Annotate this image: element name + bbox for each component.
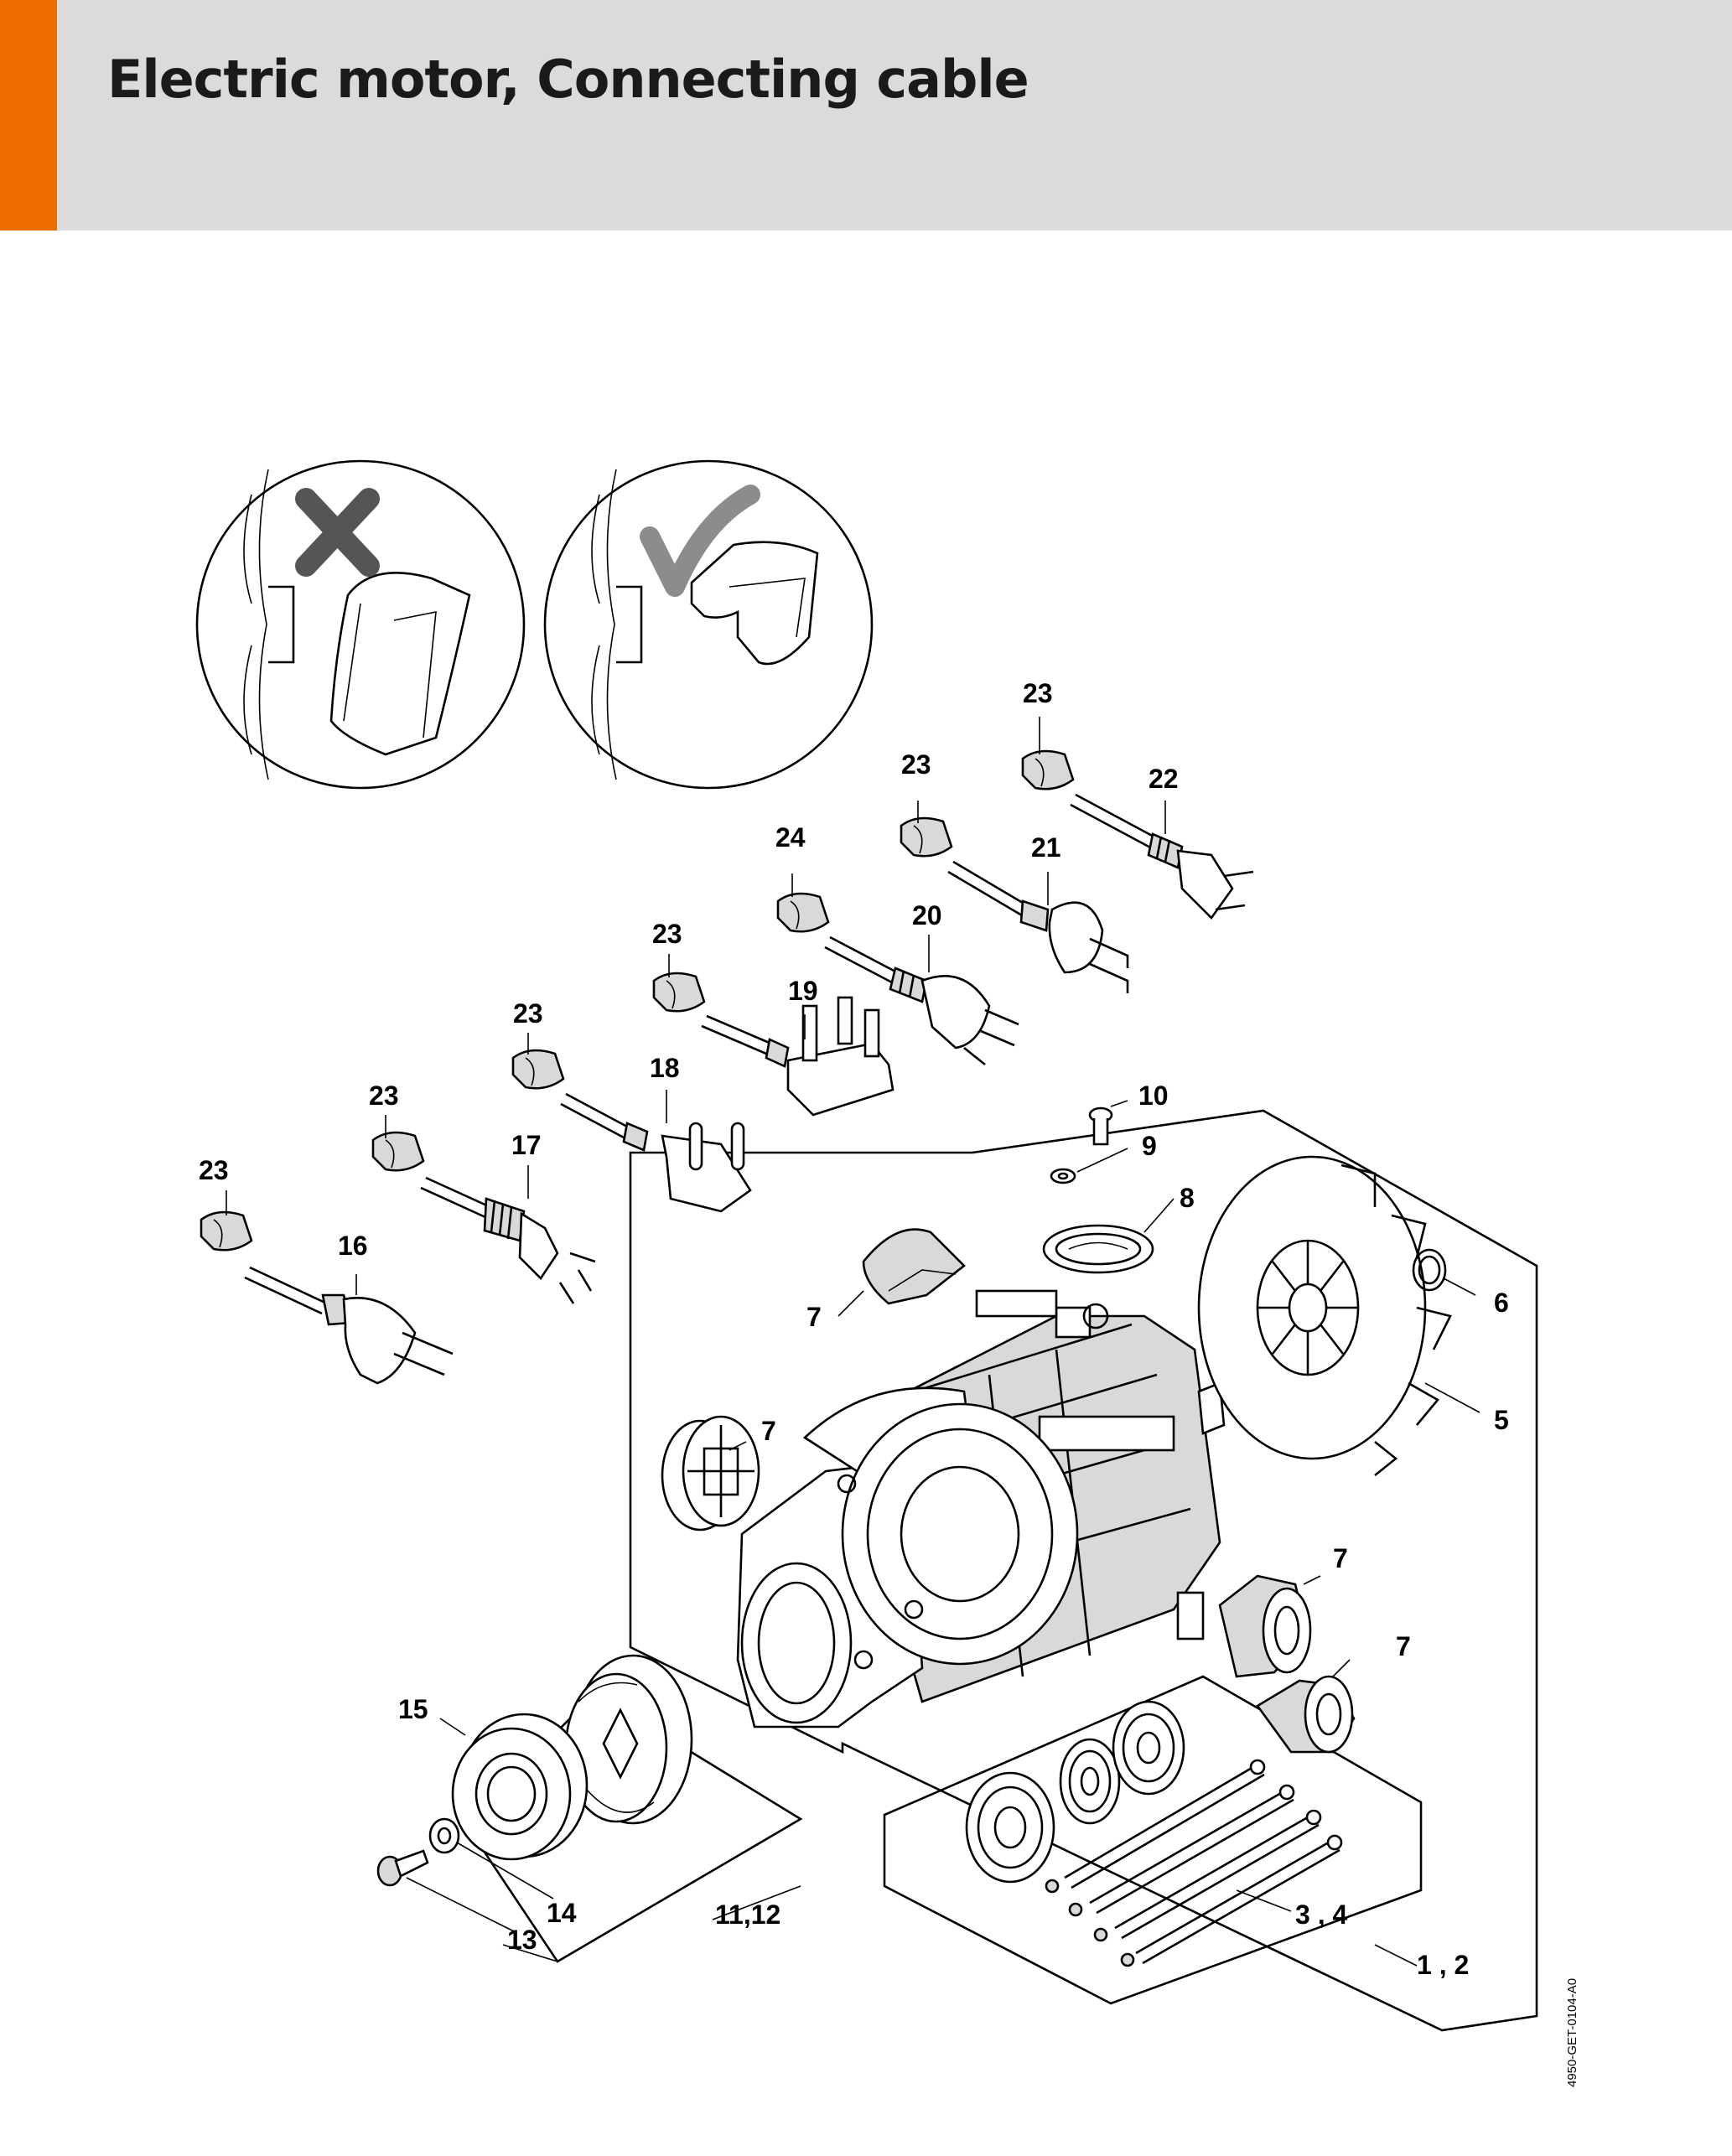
- cable-plug-20: [824, 935, 1019, 1066]
- cable-plug-16: [244, 1266, 454, 1385]
- callout-17: 17: [511, 1130, 542, 1160]
- header-accent-bar: [0, 0, 57, 231]
- callout-labels: 1 , 2 3 , 4 5 6 7 7 7 7 8 9 10 11,12 13 …: [199, 678, 1509, 1980]
- callout-19: 19: [788, 976, 818, 1006]
- callout-18: 18: [650, 1053, 680, 1083]
- callout-20: 20: [912, 900, 942, 930]
- clip-23-plug-16: [200, 1210, 253, 1252]
- callout-11-12: 11,12: [715, 1899, 780, 1930]
- clip-23-plug-17: [371, 1131, 425, 1172]
- page-title: Electric motor, Connecting cable: [107, 49, 1029, 110]
- callout-9: 9: [1142, 1131, 1157, 1161]
- callout-23-f: 23: [1023, 678, 1053, 708]
- check-icon: [640, 485, 760, 597]
- clip-24-plug-20: [776, 892, 830, 933]
- screw: [1088, 1107, 1113, 1146]
- damper-left: [661, 1415, 760, 1531]
- callout-6: 6: [1494, 1288, 1509, 1318]
- ball-bearing-large: [965, 1771, 1055, 1884]
- pulley-screw: [376, 1849, 429, 1887]
- fan-wheel: [1197, 1155, 1452, 1477]
- leader-lines: [226, 717, 1480, 1967]
- callout-8: 8: [1180, 1183, 1195, 1213]
- pulley-washer: [428, 1817, 460, 1854]
- cable-plug-18: [560, 1092, 752, 1213]
- cover-plate: [1042, 1224, 1154, 1274]
- callout-23-a: 23: [199, 1155, 229, 1185]
- callout-24: 24: [775, 822, 806, 853]
- callout-23-c: 23: [513, 998, 543, 1029]
- drawing-reference: 4950-GET-0104-A0: [1565, 1978, 1579, 2087]
- callout-1-2: 1 , 2: [1417, 1950, 1469, 1980]
- washer: [1050, 1168, 1076, 1184]
- clip-23-plug-21: [900, 816, 953, 858]
- callout-23-d: 23: [652, 919, 682, 949]
- callout-23-e: 23: [901, 749, 931, 780]
- cable-plug-21: [947, 860, 1129, 993]
- detail-right-fitting: [543, 459, 874, 790]
- callout-21: 21: [1031, 832, 1061, 863]
- callout-7-top: 7: [806, 1302, 822, 1332]
- callout-7-right-lower: 7: [1396, 1631, 1411, 1661]
- page-header: Electric motor, Connecting cable: [0, 0, 1732, 231]
- callout-23-b: 23: [369, 1081, 399, 1111]
- cable-plug-19: [701, 996, 895, 1117]
- callout-10: 10: [1138, 1081, 1169, 1111]
- ball-bearing-medium: [1112, 1700, 1185, 1796]
- cross-icon: [295, 488, 380, 577]
- callout-7-left: 7: [761, 1416, 776, 1446]
- callout-7-right-upper: 7: [1333, 1543, 1348, 1573]
- callout-5: 5: [1494, 1405, 1509, 1435]
- callout-3-4: 3 , 4: [1295, 1899, 1347, 1930]
- callout-22: 22: [1149, 764, 1179, 794]
- motor-assembly-frame: [629, 1109, 1538, 2032]
- damper-top: [862, 1228, 966, 1305]
- pulley-flange: [451, 1713, 589, 1861]
- cable-plug-17: [420, 1176, 596, 1304]
- callout-13: 13: [507, 1925, 537, 1955]
- motor-end-housing: [736, 1386, 1079, 1728]
- damper-right-upper: [1218, 1574, 1312, 1678]
- circlip: [1412, 1248, 1447, 1292]
- callout-15: 15: [398, 1694, 428, 1724]
- callout-14: 14: [547, 1898, 577, 1928]
- clip-23-plug-18: [511, 1049, 565, 1090]
- cable-plug-22: [1070, 793, 1254, 920]
- callout-16: 16: [338, 1231, 368, 1261]
- bearing-kit-frame: [883, 1675, 1423, 2005]
- clip-23-plug-19: [652, 972, 706, 1013]
- clip-23-plug-22: [1021, 749, 1075, 790]
- ball-bearing-small: [1059, 1738, 1121, 1825]
- damper-right-lower: [1256, 1675, 1356, 1754]
- detail-wrong-fitting: [195, 459, 526, 790]
- tie-bolts: [1045, 1759, 1343, 1967]
